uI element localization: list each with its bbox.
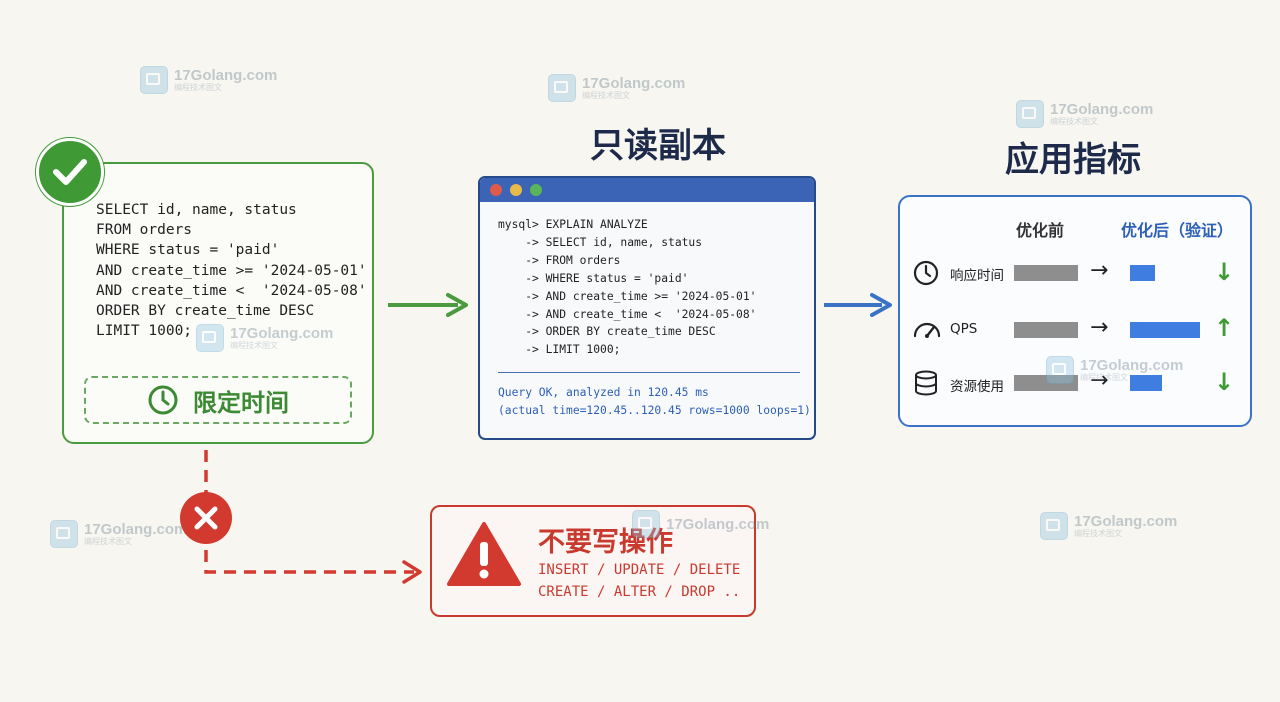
arrow-to-replica bbox=[388, 293, 468, 317]
arrow-right-icon: → bbox=[1090, 258, 1109, 283]
check-icon bbox=[36, 138, 104, 206]
watermark: 17Golang.com bbox=[632, 510, 769, 538]
watermark-subtext: 编程技术图文 bbox=[230, 340, 278, 350]
metric-bar-before bbox=[1014, 322, 1078, 338]
warning-title: 不要写操作 bbox=[538, 527, 673, 558]
gauge-icon bbox=[913, 322, 941, 338]
watermark-subtext: 编程技术图文 bbox=[1080, 372, 1128, 382]
metric-label-resource-usage: 资源使用 bbox=[950, 379, 1004, 395]
window-close-dot[interactable] bbox=[490, 184, 502, 196]
watermark-subtext: 编程技术图文 bbox=[1074, 528, 1122, 538]
watermark-logo-icon bbox=[50, 520, 78, 548]
watermark-text: 17Golang.com bbox=[582, 74, 686, 92]
replica-console-window: mysql> EXPLAIN ANALYZE -> SELECT id, nam… bbox=[478, 176, 816, 440]
watermark-subtext: 编程技术图文 bbox=[84, 536, 132, 546]
console-line: -> SELECT id, name, status bbox=[498, 235, 703, 249]
console-line: -> ORDER BY create_time DESC bbox=[498, 325, 716, 339]
watermark-logo-icon bbox=[140, 66, 168, 94]
x-mark-glyph bbox=[194, 506, 218, 530]
metrics-title: 应用指标 bbox=[1005, 140, 1141, 180]
sql-line: AND create_time < '2024-05-08' bbox=[96, 282, 367, 299]
watermark-text: 17Golang.com bbox=[1050, 100, 1154, 118]
metric-bar-after bbox=[1130, 375, 1162, 391]
arrow-right-icon: → bbox=[1090, 368, 1109, 393]
watermark-logo-icon bbox=[1040, 512, 1068, 540]
watermark-logo-icon bbox=[1046, 356, 1074, 384]
window-titlebar bbox=[480, 178, 814, 202]
query-result-line: Query OK, analyzed in 120.45 ms bbox=[498, 386, 709, 399]
trend-down-icon: ↓ bbox=[1214, 258, 1235, 286]
warning-triangle-icon bbox=[447, 522, 521, 586]
console-line: -> WHERE status = 'paid' bbox=[498, 271, 689, 285]
metric-bar-after bbox=[1130, 322, 1201, 338]
check-mark-glyph bbox=[53, 159, 87, 185]
window-maximize-dot[interactable] bbox=[530, 184, 542, 196]
watermark-text: 17Golang.com bbox=[230, 324, 334, 342]
time-limit-box: 限定时间 bbox=[84, 376, 352, 424]
metrics-header-before: 优化前 bbox=[1016, 221, 1065, 240]
trend-down-icon: ↓ bbox=[1214, 368, 1235, 396]
time-limit-label: 限定时间 bbox=[193, 388, 289, 417]
metric-label-qps: QPS bbox=[950, 321, 978, 337]
watermark-text: 17Golang.com bbox=[174, 66, 278, 84]
metric-bar-before bbox=[1014, 375, 1078, 391]
console-divider bbox=[498, 372, 800, 373]
sql-code: SELECT id, name, status FROM orders WHER… bbox=[96, 200, 367, 341]
sql-line: WHERE status = 'paid' bbox=[96, 242, 280, 259]
query-result: Query OK, analyzed in 120.45 ms (actual … bbox=[498, 384, 811, 420]
forbidden-x-icon bbox=[180, 492, 232, 544]
watermark-logo-icon bbox=[548, 74, 576, 102]
database-icon bbox=[915, 370, 937, 396]
console-output: mysql> EXPLAIN ANALYZE -> SELECT id, nam… bbox=[498, 216, 756, 359]
clock-icon bbox=[148, 385, 178, 415]
window-minimize-dot[interactable] bbox=[510, 184, 522, 196]
console-line: -> AND create_time < '2024-05-08' bbox=[498, 307, 757, 321]
console-line: -> AND create_time >= '2024-05-01' bbox=[498, 289, 757, 303]
sql-line: LIMIT 1000; bbox=[96, 323, 193, 340]
watermark-text: 17Golang.com bbox=[666, 515, 770, 533]
watermark-subtext: 编程技术图文 bbox=[174, 82, 222, 92]
trend-up-icon: ↑ bbox=[1214, 314, 1235, 342]
sql-line: SELECT id, name, status bbox=[96, 202, 297, 218]
console-line: -> FROM orders bbox=[498, 253, 621, 267]
metric-bar-before bbox=[1014, 265, 1078, 281]
sql-query-card bbox=[62, 162, 374, 444]
watermark-subtext: 编程技术图文 bbox=[582, 90, 630, 100]
metric-label-response-time: 响应时间 bbox=[950, 268, 1004, 284]
forbidden-ops-line: INSERT / UPDATE / DELETE bbox=[538, 562, 741, 578]
sql-line: ORDER BY create_time DESC bbox=[96, 303, 315, 320]
metric-bar-after bbox=[1130, 265, 1155, 281]
sql-line: AND create_time >= '2024-05-01' bbox=[96, 262, 367, 279]
replica-title: 只读副本 bbox=[590, 126, 726, 166]
forbidden-ops-line: CREATE / ALTER / DROP .. bbox=[538, 584, 741, 600]
arrow-to-metrics bbox=[824, 293, 892, 317]
watermark-subtext: 编程技术图文 bbox=[1050, 116, 1098, 126]
watermark-logo-icon bbox=[1016, 100, 1044, 128]
console-line: mysql> EXPLAIN ANALYZE bbox=[498, 218, 648, 231]
watermark-text: 17Golang.com bbox=[84, 520, 188, 538]
watermark-logo-icon bbox=[632, 510, 660, 538]
query-result-line: (actual time=120.45..120.45 rows=1000 lo… bbox=[498, 404, 811, 417]
watermark-text: 17Golang.com bbox=[1074, 512, 1178, 530]
console-line: -> LIMIT 1000; bbox=[498, 343, 621, 357]
watermark-logo-icon bbox=[196, 324, 224, 352]
watermark-text: 17Golang.com bbox=[1080, 356, 1184, 374]
sql-line: FROM orders bbox=[96, 222, 193, 239]
forbidden-path-arrow bbox=[204, 450, 422, 584]
metrics-header-after: 优化后（验证） bbox=[1121, 221, 1234, 240]
clock-icon bbox=[913, 260, 939, 286]
arrow-right-icon: → bbox=[1090, 315, 1109, 340]
